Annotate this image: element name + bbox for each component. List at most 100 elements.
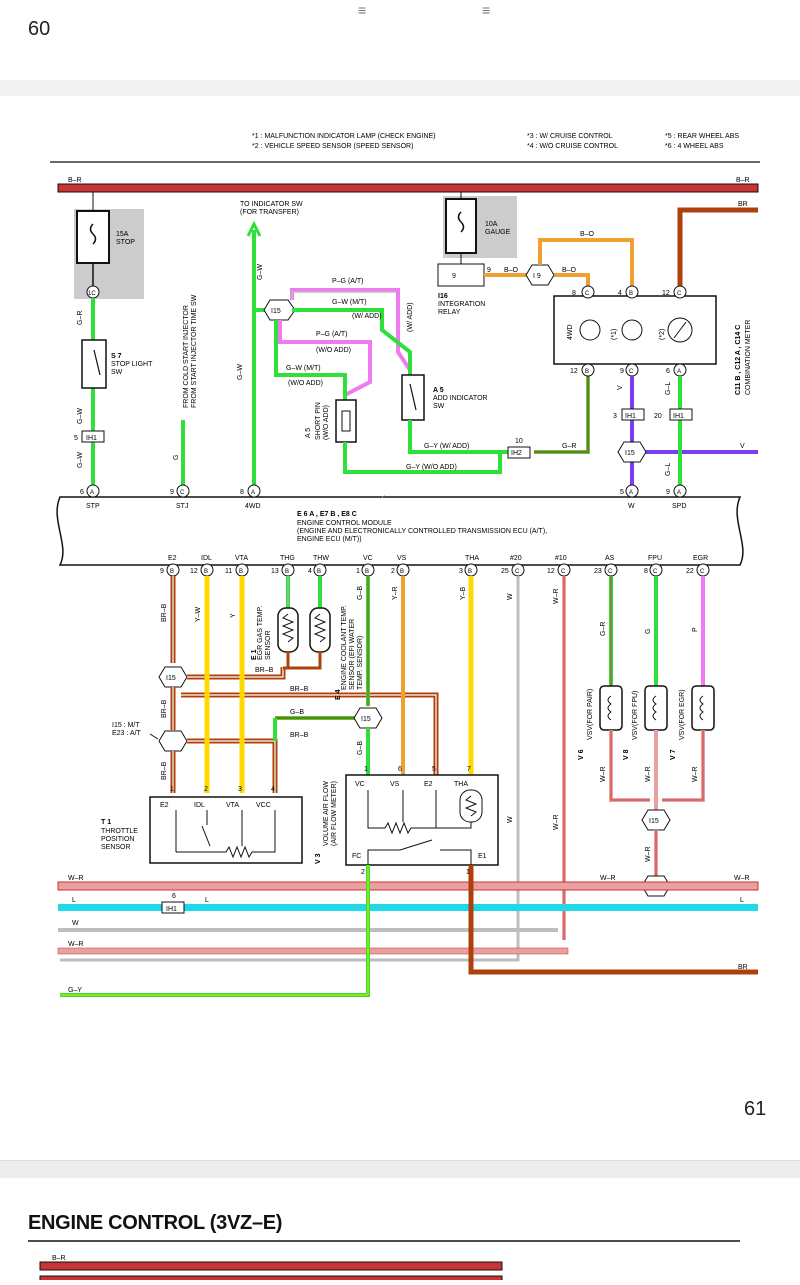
svg-text:V 8: V 8 [623,749,630,760]
svg-text:8: 8 [240,489,244,496]
integration-relay [437,263,485,287]
connector-ih1 [161,901,185,914]
svg-text:2: 2 [361,869,365,876]
svg-text:4: 4 [618,290,622,297]
wire-label: BR–B [255,667,274,674]
svg-text:B: B [204,569,208,575]
wire-label: BR [738,201,748,208]
svg-text:4WD: 4WD [567,324,574,340]
svg-text:E2: E2 [160,802,169,809]
wire-label: G–W [237,364,244,380]
legend-note: *1 : MALFUNCTION INDICATOR LAMP (CHECK E… [252,133,436,140]
wire-label: G–W (M/T) [332,299,367,306]
svg-text:ENGINE ECU (M/T)): ENGINE ECU (M/T)) [297,536,362,543]
svg-text:I15: I15 [625,450,635,457]
svg-text:A: A [629,490,633,496]
svg-text:4: 4 [308,568,312,575]
page-gap [0,1160,800,1179]
svg-text:B: B [285,569,289,575]
connector-i9 [525,264,555,286]
svg-text:B: B [317,569,321,575]
wire-label: B–R [52,1255,66,1262]
svg-text:IH1: IH1 [166,906,177,913]
svg-text:W: W [507,816,514,823]
svg-text:VTA: VTA [226,802,239,809]
legend-note: *2 : VEHICLE SPEED SENSOR (SPEED SENSOR) [252,143,413,150]
component-name: COMBINATION METER [745,320,752,395]
svg-text:(*2): (*2) [659,329,666,340]
svg-text:12: 12 [547,568,555,575]
component-name: ENGINE COOLANT TEMP.SENSOR (EFI WATERTEM… [341,605,364,690]
component-id: C11 B , C12 A , C14 C [735,325,742,395]
wire-label: G–Y (W/O ADD) [406,464,457,471]
fuse-icon [76,210,110,264]
svg-text:3: 3 [613,413,617,420]
wire-br [677,207,758,292]
svg-text:C: C [677,291,682,297]
component-name: ENGINE CONTROL MODULE [297,520,392,527]
wire-label: W [507,593,514,600]
wire-label: (W/O ADD) [288,380,323,387]
svg-text:22: 22 [686,568,694,575]
next-page: B–R [0,1178,800,1283]
svg-text:13: 13 [271,568,279,575]
svg-text:C: C [629,369,634,375]
wire-label: B–O [504,267,519,274]
b-r-bus: B–R B–R [57,177,759,193]
svg-text:1C: 1C [88,291,96,297]
wire-label: Y–B [460,586,467,600]
svg-text:A: A [677,369,681,375]
viewer-top-bar: 60 ≡ ≡ [0,0,800,81]
component-id: E 4 [335,689,342,700]
svg-text:9: 9 [170,489,174,496]
component-id: A 5 [433,387,444,394]
svg-text:IDL: IDL [194,802,205,809]
wire-label: P–G (A/T) [332,278,364,285]
wire-label: G–W [77,452,84,468]
svg-text:2: 2 [204,786,208,793]
wire-label: BR–B [290,686,309,693]
svg-text:IDL: IDL [201,555,212,562]
svg-text:B: B [468,569,472,575]
svg-text:1: 1 [356,568,360,575]
svg-text:C: C [608,569,613,575]
svg-text:W–R: W–R [645,846,652,862]
wire-g-y [408,420,508,454]
component-name: VSV(FOR EGR) [679,689,686,740]
svg-text:W–R: W–R [600,875,616,882]
wire-label: P–G (A/T) [316,331,348,338]
lower-buses: W–R W–R W–R L L L IH1 6 W W–R BR G–Y [57,865,759,997]
wire-label: G–R [562,443,576,450]
wire-label: G–W [257,264,264,280]
svg-text:SPD: SPD [672,503,686,510]
svg-text:12: 12 [570,368,578,375]
connector-i15 [263,299,296,321]
svg-text:2: 2 [391,568,395,575]
svg-text:A: A [677,490,681,496]
component-id: I16 [438,293,448,300]
wire-label: Y–W [195,606,202,622]
wire-label: G–L [665,463,672,476]
svg-text:C: C [700,569,705,575]
connector-i15 [641,809,671,831]
svg-text:#20: #20 [510,555,522,562]
svg-text:A: A [251,490,255,496]
svg-text:25: 25 [501,568,509,575]
vsv-egr [691,685,715,731]
component-id: T 1 [101,819,111,826]
svg-text:IH1: IH1 [673,413,684,420]
component-id: S 7 [111,353,122,360]
wire-label: G–L [665,382,672,395]
svg-text:9: 9 [487,267,491,274]
drag-handle-icon[interactable]: ≡ [482,2,491,18]
svg-text:3: 3 [459,568,463,575]
svg-text:L: L [205,897,209,904]
svg-text:VC: VC [363,555,373,562]
svg-text:(*1): (*1) [611,329,618,340]
drag-handle-icon[interactable]: ≡ [358,2,367,18]
